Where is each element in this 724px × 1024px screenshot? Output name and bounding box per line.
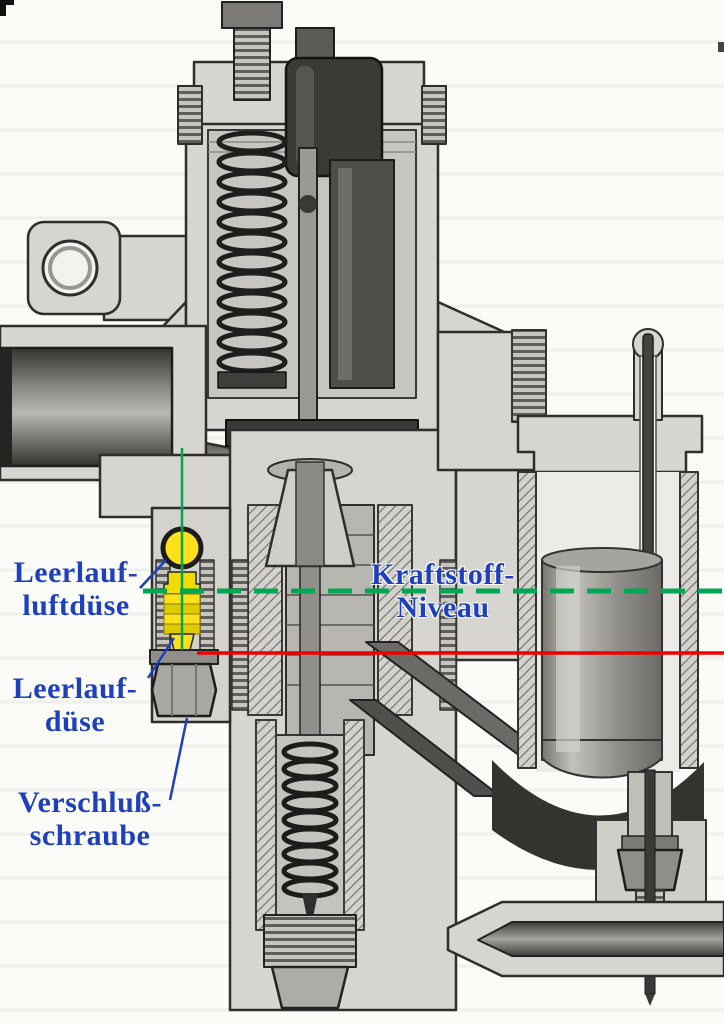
leader-line-idle-jet: [146, 637, 176, 679]
scan-artifact: [0, 0, 6, 16]
float-pivot-pin: [642, 333, 654, 563]
label-idle-air-jet: Leerlauf- luftdüse: [2, 556, 150, 622]
label-line: Leerlauf-: [12, 672, 138, 705]
leader-line-sealing-screw: [168, 717, 189, 801]
label-fuel-level: Kraftstoff- Niveau: [358, 558, 528, 624]
label-line: Niveau: [396, 591, 490, 624]
scan-artifact: [0, 0, 14, 5]
sealing-screw-plug: [149, 649, 219, 718]
outlet-pipe: [446, 900, 724, 978]
label-line: luftdüse: [22, 589, 130, 622]
leader-line-idle-air-jet: [139, 559, 167, 589]
label-line: Kraftstoff-: [371, 558, 515, 591]
annotations: [139, 448, 724, 801]
label-idle-jet: Leerlauf- düse: [0, 672, 150, 738]
jet-spring: [255, 719, 365, 932]
label-sealing-screw: Verschluß- schraube: [2, 786, 178, 852]
top-adjuster-stud: [221, 1, 283, 101]
intake-tube: [0, 324, 242, 519]
idle-jet-assembly: [149, 506, 232, 724]
cable-cap: [284, 27, 384, 178]
return-spring: [216, 130, 288, 389]
float-chamber-neck: [436, 329, 547, 472]
label-line: Leerlauf-: [13, 556, 139, 589]
label-line: düse: [44, 705, 106, 738]
bottom-plug: [263, 914, 357, 1010]
jet-tower: [264, 458, 356, 568]
main-jet-assembly: [595, 769, 707, 1006]
float: [541, 547, 663, 779]
throttle-slide: [329, 159, 395, 389]
label-line: Verschluß-: [18, 786, 162, 819]
mounting-ear: [26, 220, 198, 322]
float-chamber: [516, 328, 704, 779]
scan-artifact: [718, 42, 724, 52]
label-line: schraube: [29, 819, 151, 852]
